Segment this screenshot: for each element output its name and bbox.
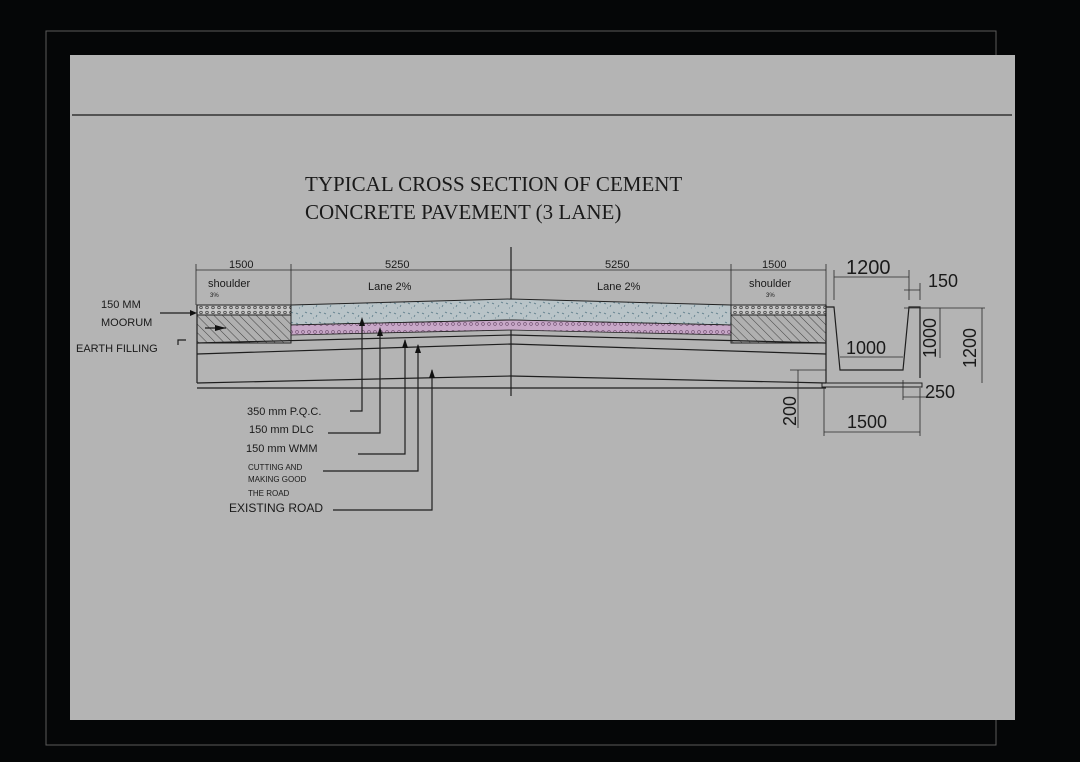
- svg-text:150 mm WMM: 150 mm WMM: [246, 443, 318, 455]
- svg-text:1500: 1500: [762, 259, 786, 271]
- svg-text:150: 150: [928, 271, 958, 291]
- svg-text:1500: 1500: [847, 412, 887, 432]
- svg-text:5250: 5250: [385, 259, 409, 271]
- svg-text:150 MM: 150 MM: [101, 299, 141, 311]
- top-dimensions: 1500 shoulder 3% 5250 Lane 2% 5250 Lane …: [195, 247, 827, 396]
- drain-section: 1200 150 1000 1000 1200 250 200 1500: [780, 257, 985, 436]
- title-line-1: TYPICAL CROSS SECTION OF CEMENT: [305, 172, 682, 196]
- svg-text:150 mm DLC: 150 mm DLC: [249, 424, 314, 436]
- svg-text:Lane 2%: Lane 2%: [597, 281, 641, 293]
- svg-text:5250: 5250: [605, 259, 629, 271]
- title-line-2: CONCRETE PAVEMENT (3 LANE): [305, 200, 621, 224]
- side-labels: 150 MM MOORUM EARTH FILLING: [76, 299, 226, 355]
- svg-text:1000: 1000: [846, 338, 886, 358]
- svg-text:THE ROAD: THE ROAD: [248, 489, 290, 498]
- svg-text:CUTTING AND: CUTTING AND: [248, 463, 302, 472]
- svg-text:3%: 3%: [210, 293, 219, 299]
- svg-text:3%: 3%: [766, 293, 775, 299]
- svg-text:1500: 1500: [229, 259, 253, 271]
- svg-text:1200: 1200: [960, 328, 980, 368]
- svg-text:EARTH FILLING: EARTH FILLING: [76, 343, 158, 355]
- svg-text:1000: 1000: [920, 318, 940, 358]
- svg-text:200: 200: [780, 396, 800, 426]
- svg-text:EXISTING ROAD: EXISTING ROAD: [229, 501, 323, 515]
- svg-text:1200: 1200: [846, 257, 891, 279]
- svg-text:350 mm P.Q.C.: 350 mm P.Q.C.: [247, 406, 321, 418]
- svg-text:Lane 2%: Lane 2%: [368, 281, 412, 293]
- svg-text:MOORUM: MOORUM: [101, 317, 152, 329]
- svg-text:MAKING GOOD: MAKING GOOD: [248, 475, 306, 484]
- layer-leaders: 350 mm P.Q.C. 150 mm DLC 150 mm WMM CUTT…: [229, 317, 435, 515]
- svg-text:shoulder: shoulder: [208, 278, 251, 290]
- svg-text:shoulder: shoulder: [749, 278, 792, 290]
- svg-text:250: 250: [925, 382, 955, 402]
